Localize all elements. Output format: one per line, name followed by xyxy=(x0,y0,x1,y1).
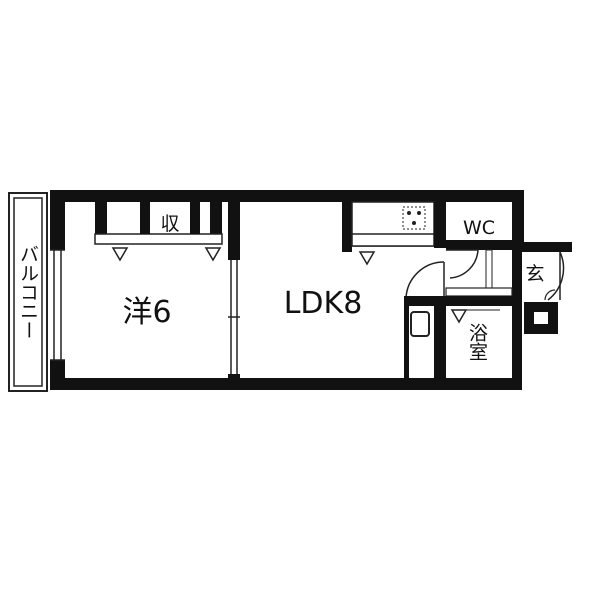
balcony-label: バルコニー xyxy=(17,245,39,340)
triangle-marker-icon xyxy=(111,247,129,262)
storage-label: 収 xyxy=(160,213,179,235)
ldk-label: LDK8 xyxy=(284,286,363,321)
entrance-label: 玄 xyxy=(525,263,544,285)
triangle-marker-icon xyxy=(358,251,376,266)
refrigerator-icon xyxy=(410,311,430,337)
wc-label: WC xyxy=(463,217,495,239)
balcony-window xyxy=(50,249,65,361)
balcony xyxy=(8,192,48,392)
kitchen-counter xyxy=(342,201,446,266)
door-swing-icon xyxy=(547,251,565,301)
door-swing-icon xyxy=(446,249,479,279)
interior-wall-ldk-wet xyxy=(404,248,446,382)
door-swing-icon xyxy=(544,289,556,301)
storage-closet xyxy=(94,202,223,262)
western-room-label: 洋6 xyxy=(122,295,171,330)
wc-room xyxy=(445,240,513,297)
triangle-marker-icon xyxy=(450,309,468,324)
triangle-marker-icon xyxy=(204,247,222,262)
bath-label: 浴室 xyxy=(466,323,488,361)
bath-room xyxy=(446,296,512,324)
stove-icon xyxy=(402,206,426,230)
entrance xyxy=(544,251,565,301)
interior-wall-western-ldk xyxy=(228,202,240,382)
door-swing-icon xyxy=(405,261,445,299)
